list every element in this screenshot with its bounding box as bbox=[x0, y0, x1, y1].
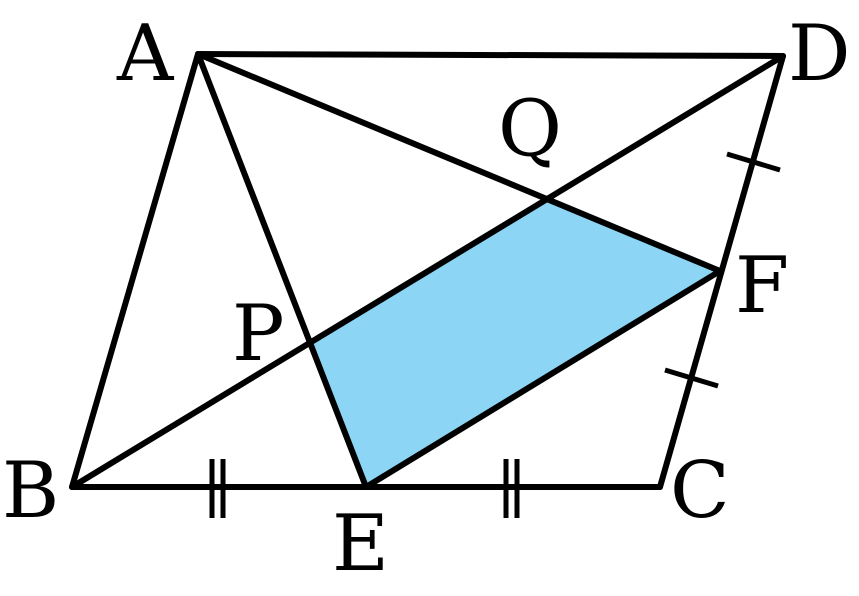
side-ab bbox=[69, 51, 201, 490]
segment-ef bbox=[363, 268, 723, 490]
shaded-quadrilateral-pqfe bbox=[312, 199, 720, 487]
tick-df bbox=[726, 151, 781, 173]
label-d: D bbox=[788, 9, 851, 99]
label-p: P bbox=[232, 289, 284, 379]
label-f: F bbox=[735, 241, 789, 331]
segment-af bbox=[195, 51, 723, 274]
label-a: A bbox=[116, 9, 175, 99]
tick-fc bbox=[664, 367, 719, 389]
label-e: E bbox=[332, 499, 389, 589]
tick-marks-be-ec bbox=[209, 459, 520, 518]
label-q: Q bbox=[498, 84, 562, 174]
tick-marks-df-fc bbox=[664, 151, 781, 389]
side-da bbox=[195, 51, 786, 59]
segment-ae bbox=[195, 51, 369, 490]
diagonal-bd bbox=[69, 53, 786, 490]
label-c: C bbox=[670, 446, 730, 536]
label-b: B bbox=[2, 446, 59, 536]
